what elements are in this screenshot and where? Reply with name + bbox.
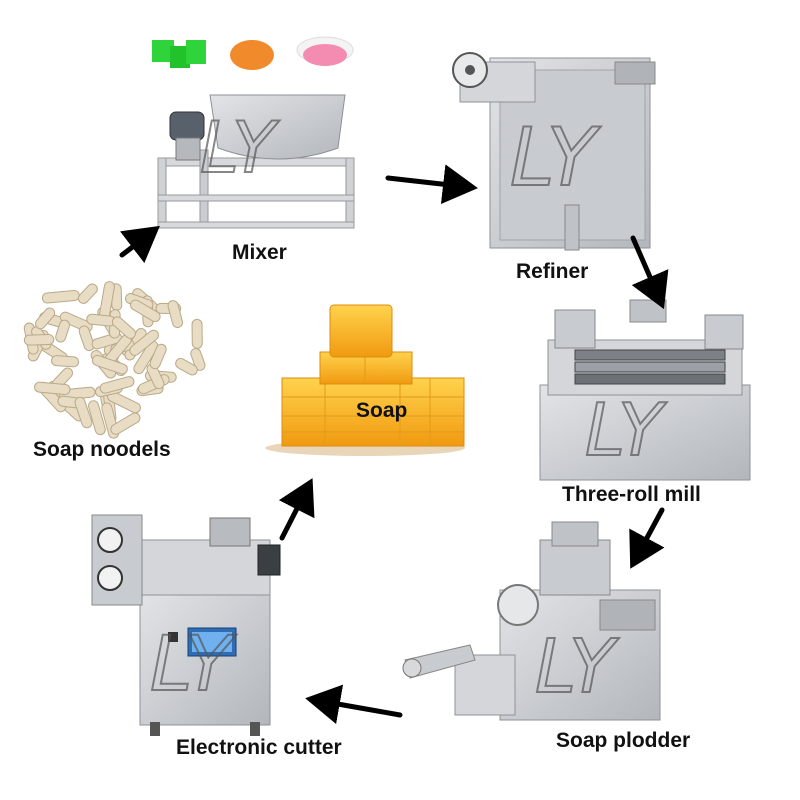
soap-noodle: [167, 300, 184, 329]
svg-text:LY: LY: [535, 624, 620, 710]
soap-noodle: [129, 329, 159, 356]
soap-plodder-image: LY: [402, 521, 661, 721]
soap-noodle: [88, 400, 106, 436]
soap-noodle: [99, 376, 135, 394]
soap-noodle: [55, 319, 71, 343]
soap-noodle: [91, 354, 128, 375]
orange-soap-bar: [230, 40, 274, 70]
soap-noodle: [78, 325, 95, 352]
svg-text:LY: LY: [150, 619, 237, 708]
arrow-mill-to-plodder: [629, 507, 665, 569]
arrow-noodles-to-mixer: [119, 225, 160, 264]
pink-soap-bar: [303, 44, 347, 66]
soap-noodle: [34, 307, 56, 330]
soap-noodle: [149, 343, 167, 370]
soap-noodle: [74, 396, 93, 429]
soap-label: Soap: [356, 399, 408, 422]
electronic-cutter-label: Electronic cutter: [176, 736, 342, 759]
green-soap-bar: [152, 40, 174, 62]
soap-noodle: [23, 334, 55, 346]
soap-noodle: [190, 348, 206, 371]
soap-noodle: [41, 289, 80, 304]
arrow-mixer-to-refiner: [385, 164, 478, 205]
svg-text:LY: LY: [585, 388, 667, 472]
svg-text:LY: LY: [510, 111, 602, 204]
arrow-refiner-to-mill: [630, 235, 669, 310]
soap-noodle: [129, 299, 161, 323]
soap-noodle: [77, 283, 98, 304]
soap-noodle: [86, 313, 116, 327]
soap-noodle: [51, 355, 80, 368]
flow-arrows: [119, 164, 669, 725]
three-roll-mill-image: LY: [539, 299, 751, 481]
svg-text:LY: LY: [200, 107, 280, 189]
soap-noodle: [175, 357, 198, 376]
refiner-label: Refiner: [516, 260, 589, 283]
soap-noodle: [111, 316, 136, 339]
electronic-cutter-image: LY: [91, 514, 281, 736]
soap-stack-image: [265, 304, 465, 456]
mixer-machine-image: LY: [152, 36, 355, 229]
mixer-label: Mixer: [232, 241, 287, 264]
soap-noodle: [34, 381, 71, 396]
arrow-plodder-to-cutter: [305, 684, 403, 725]
refiner-machine-image: LY: [452, 52, 656, 251]
soap-noodle: [191, 318, 203, 349]
three-roll-mill-label: Three-roll mill: [562, 483, 701, 506]
soap-noodles-label: Soap noodels: [33, 438, 171, 461]
soap-noodle: [110, 412, 141, 435]
soap-noodles-image: [23, 281, 206, 439]
soap-noodle: [133, 340, 159, 375]
arrow-cutter-to-soap: [278, 478, 315, 541]
soap-plodder-label: Soap plodder: [556, 729, 691, 752]
